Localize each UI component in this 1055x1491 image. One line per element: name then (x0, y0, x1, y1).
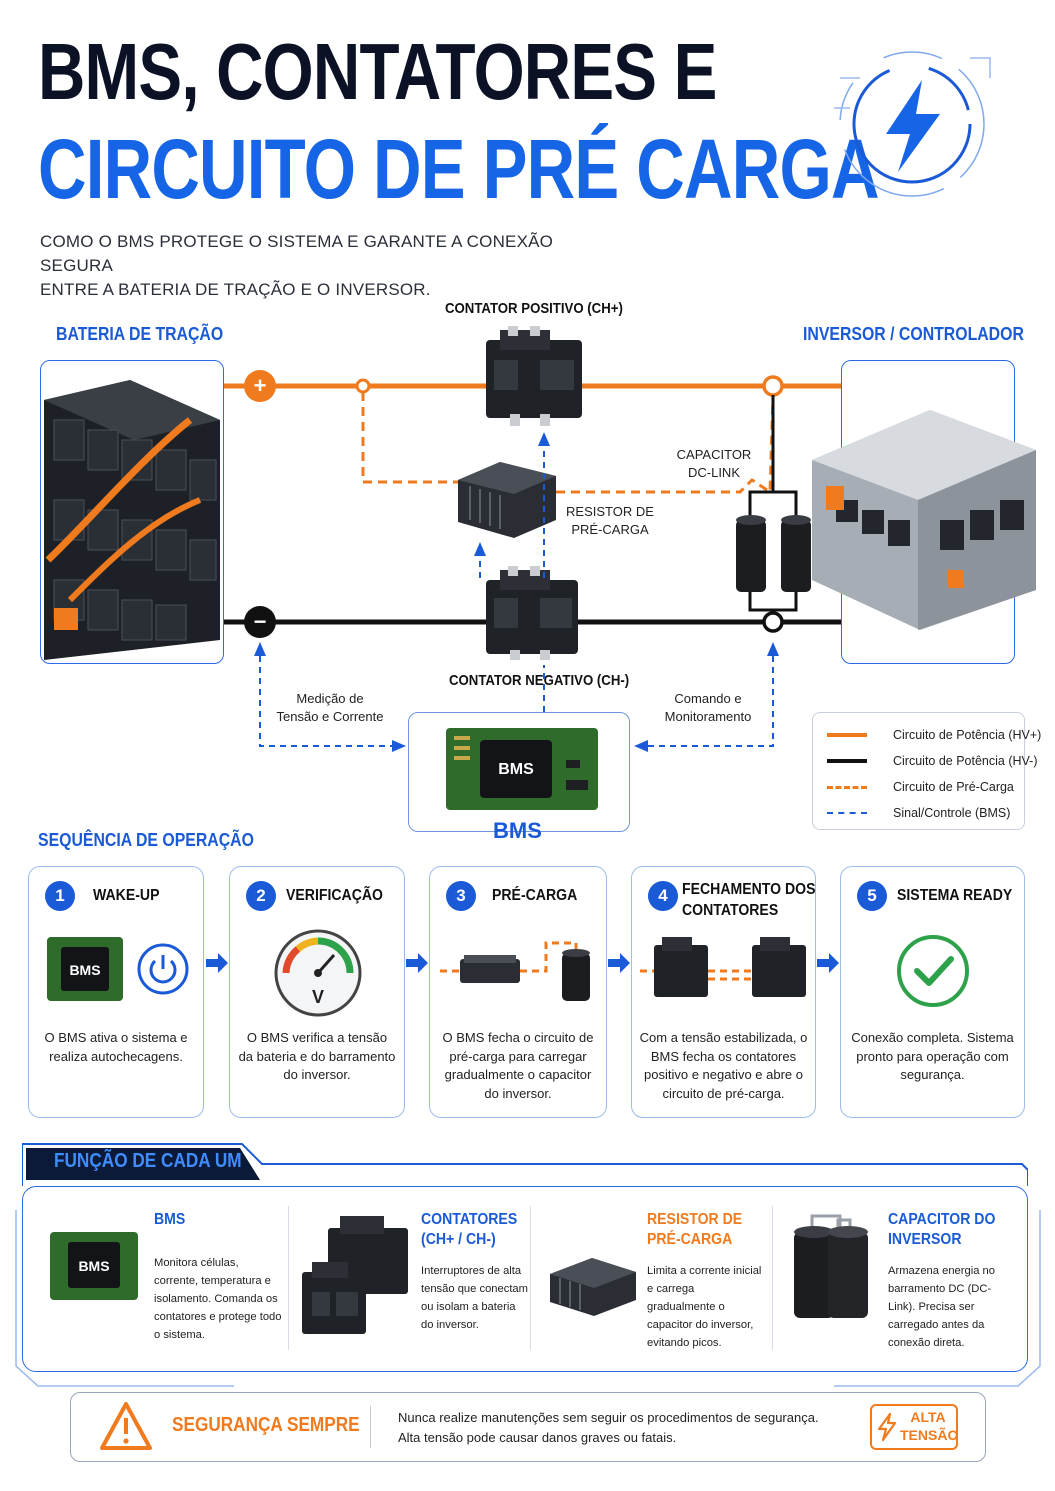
svg-text:BMS: BMS (498, 761, 534, 778)
step-description: Conexão completa. Sistema pronto para op… (851, 1030, 1014, 1082)
bms-board-illustration (446, 728, 598, 810)
svg-text:−: − (254, 609, 267, 634)
legend-item-signal: Sinal/Controle (BMS) (827, 803, 1010, 823)
step-title: FECHAMENTO DOS CONTATORES (682, 881, 816, 919)
step-title: PRÉ-CARGA (492, 887, 578, 904)
inverter-illustration (812, 410, 1036, 630)
page-title-line1: BMS, CONTATORES E (38, 27, 717, 116)
decorative-frame (15, 1210, 1041, 1387)
divider (772, 1206, 773, 1350)
svg-text:+: + (254, 373, 267, 398)
step-title: VERIFICAÇÃO (286, 887, 384, 904)
step-card-1: 1 WAKE-UP BMS O BMS ativa o sistema e re… (28, 866, 204, 1118)
step-description: O BMS ativa o sistema e realiza autochec… (44, 1030, 188, 1064)
lightning-bolt-icon (877, 1412, 897, 1442)
arrow-right-icon (817, 953, 839, 973)
contactor-positive-label: CONTATOR POSITIVO (CH+) (445, 300, 623, 317)
negative-terminal (244, 606, 276, 638)
resistor-label: RESISTOR DE PRÉ-CARGA (566, 504, 654, 537)
safety-banner (70, 1392, 986, 1462)
contactor-negative-illustration (486, 566, 578, 660)
legend-item-precharge: Circuito de Pré-Carga (827, 777, 1014, 797)
legend-item-hv-minus: Circuito de Potência (HV-) (827, 751, 1038, 771)
step-card-3: 3 PRÉ-CARGA O BMS fecha o circuito de pr… (429, 866, 607, 1118)
battery-label: BATERIA DE TRAÇÃO (56, 324, 224, 344)
function-title-bms: BMS (154, 1211, 186, 1228)
svg-text:BMS: BMS (69, 962, 100, 978)
functions-header-tab (22, 1143, 1028, 1186)
step-description: Com a tensão estabilizada, o BMS fecha o… (639, 1030, 808, 1101)
capacitor-label: CAPACITOR DC-LINK (676, 447, 752, 480)
function-title-contactors: CONTATORES (CH+ / CH-) (421, 1211, 518, 1248)
legend: Circuito de Potência (HV+) Circuito de P… (812, 712, 1041, 830)
subtitle-line2: ENTRE A BATERIA DE TRAÇÃO E O INVERSOR. (40, 280, 431, 299)
function-desc-bms: Monitora células, corrente, temperatura … (154, 1257, 282, 1341)
step-number: 3 (446, 881, 476, 911)
subtitle-line1: COMO O BMS PROTEGE O SISTEMA E GARANTE A… (40, 232, 554, 275)
command-label: Comando e Monitoramento (664, 691, 752, 724)
step-number: 1 (45, 881, 75, 911)
precharge-resistor-illustration (458, 462, 556, 538)
divider (370, 1406, 371, 1448)
battery-pack-illustration (44, 380, 220, 660)
arrow-right-icon (608, 953, 630, 973)
page-title-line2: CIRCUITO DE PRÉ CARGA (38, 122, 879, 216)
checkmark-icon (897, 935, 969, 1007)
resistor-icon (550, 1258, 636, 1316)
dc-link-capacitor (736, 515, 811, 592)
safety-title: SEGURANÇA SEMPRE (172, 1414, 360, 1436)
function-title-resistor: RESISTOR DE PRÉ-CARGA (647, 1211, 743, 1248)
step-description: O BMS fecha o circuito de pré-carga para… (442, 1030, 594, 1101)
function-desc-contactors: Interruptores de alta tensão que conecta… (421, 1265, 528, 1331)
function-desc-capacitor: Armazena energia no barramento DC (DC-Li… (888, 1265, 995, 1349)
divider (288, 1206, 289, 1350)
step-number: 4 (648, 881, 678, 911)
power-icon: BMS (47, 937, 189, 1001)
bms-label: BMS (493, 818, 542, 843)
step-description: O BMS verifica a tensão da bateria e do … (238, 1030, 396, 1082)
function-title-capacitor: CAPACITOR DO INVERSOR (888, 1211, 996, 1248)
high-voltage-badge (870, 1404, 958, 1450)
divider (530, 1206, 531, 1350)
wiring-diagram: + − (44, 326, 1036, 810)
contactor-positive-illustration (486, 326, 582, 426)
contactors-icon (640, 937, 806, 997)
arrow-right-icon (406, 953, 428, 973)
step-card-2: 2 VERIFICAÇÃO V O BMS verifica a tensão … (229, 866, 405, 1118)
step-title: WAKE-UP (93, 887, 160, 904)
contactor-negative-label: CONTATOR NEGATIVO (CH-) (449, 672, 630, 689)
capacitor-icon (794, 1214, 868, 1318)
svg-text:V: V (312, 987, 324, 1007)
bms-board-icon: BMS (50, 1232, 138, 1300)
high-voltage-text: ALTA TENSÃO (900, 1409, 959, 1443)
function-desc-resistor: Limita a corrente inicial e carrega grad… (647, 1265, 762, 1349)
safety-text: Nunca realize manutenções sem seguir os … (398, 1410, 819, 1445)
inverter-label: INVERSOR / CONTROLADOR (803, 324, 1024, 344)
lightning-bolt-icon (834, 51, 991, 197)
step-number: 5 (857, 881, 887, 911)
step-card-4: 4 FECHAMENTO DOS CONTATORES Com a tensão… (631, 866, 816, 1118)
page-subtitle: COMO O BMS PROTEGE O SISTEMA E GARANTE A… (40, 230, 600, 302)
step-title: SISTEMA READY (897, 887, 1013, 904)
contactors-icon (302, 1216, 408, 1334)
measure-label: Medição de Tensão e Corrente (276, 691, 384, 724)
voltmeter-icon: V (274, 929, 362, 1017)
resistor-capacitor-icon (440, 941, 590, 1001)
step-card-5: 5 SISTEMA READY Conexão completa. Sistem… (840, 866, 1025, 1118)
legend-item-hv-plus: Circuito de Potência (HV+) (827, 725, 1041, 745)
arrow-right-icon (206, 953, 228, 973)
svg-text:BMS: BMS (78, 1258, 109, 1274)
step-number: 2 (246, 881, 276, 911)
positive-terminal (244, 370, 276, 402)
functions-title: FUNÇÃO DE CADA UM (54, 1150, 242, 1172)
warning-icon (100, 1402, 152, 1450)
sequence-title: SEQUÊNCIA DE OPERAÇÃO (38, 830, 254, 850)
